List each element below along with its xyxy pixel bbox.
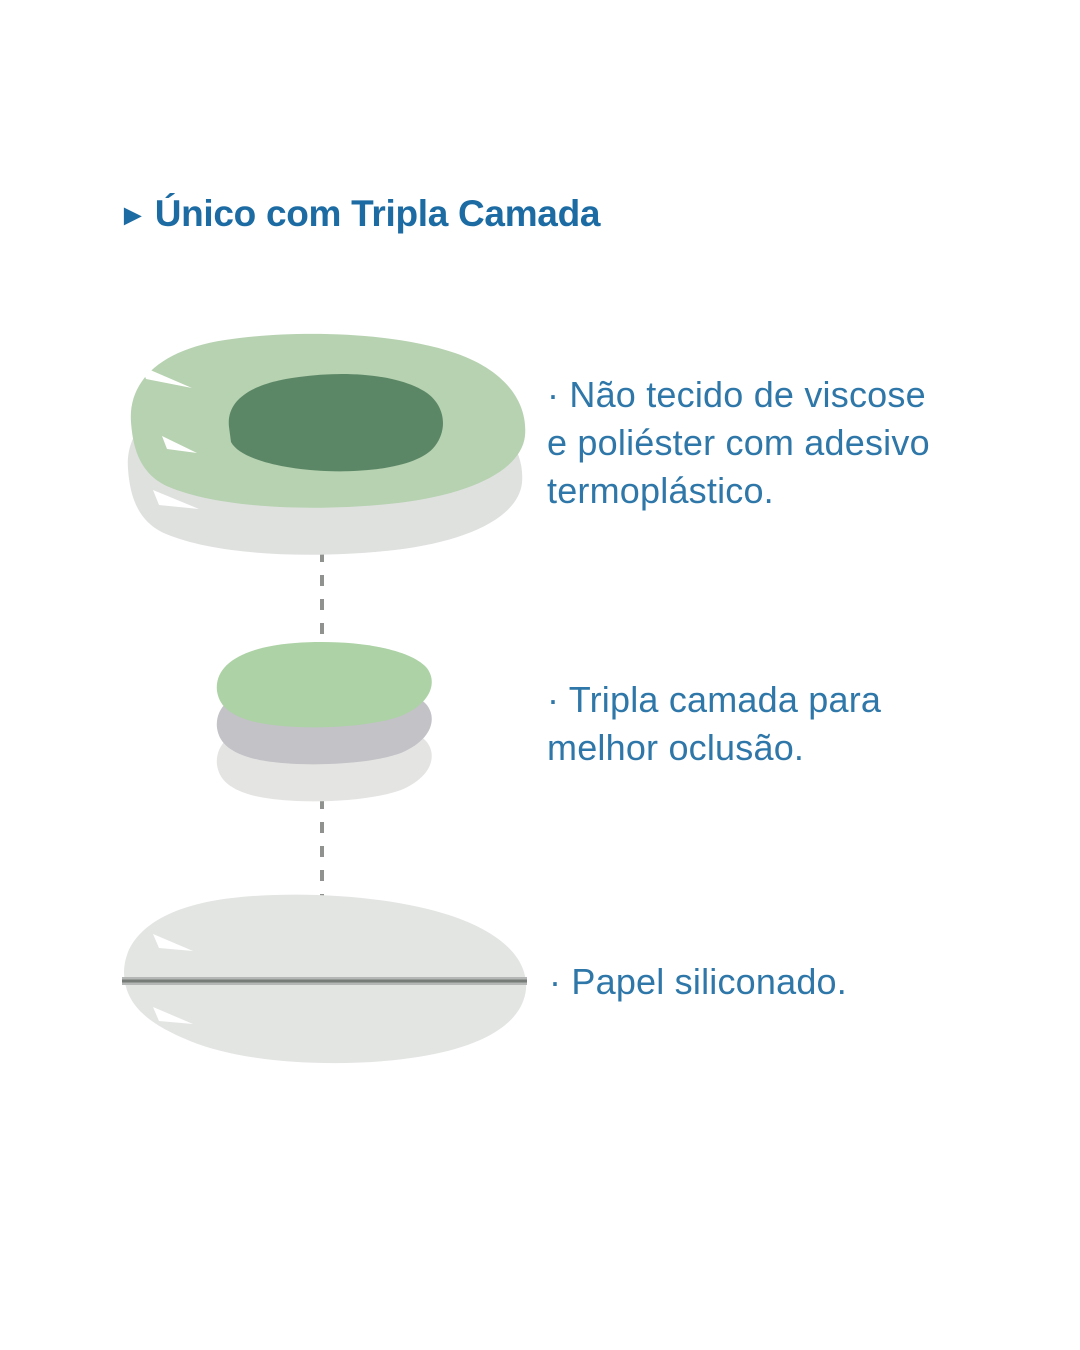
annotation-line: termoplástico.	[547, 470, 774, 511]
notch-cut-icon	[153, 490, 199, 509]
annotation-adhesive-layer: · Não tecido de viscose e poliéster com …	[547, 371, 930, 515]
page-title: ► Único com Tripla Camada	[118, 193, 600, 235]
annotation-line: melhor oclusão.	[547, 727, 805, 768]
annotation-line: · Não tecido de viscose	[547, 374, 926, 415]
arrow-bullet-icon: ►	[118, 199, 148, 232]
annotation-line: · Tripla camada para	[547, 679, 882, 720]
notch-cut-icon	[162, 436, 197, 453]
top-patch-adhesive-center	[228, 373, 443, 472]
notch-cut-icon	[153, 934, 193, 951]
notch-cut-icon	[141, 366, 192, 388]
annotation-line: e poliéster com adesivo	[547, 422, 930, 463]
notch-cut-icon	[153, 1007, 193, 1024]
middle-stack-green-layer	[216, 642, 432, 728]
annotation-silicone-paper: · Papel siliconado.	[549, 958, 847, 1006]
annotation-line: · Papel siliconado.	[549, 961, 847, 1002]
page-title-text: Único com Tripla Camada	[154, 193, 601, 234]
annotation-triple-layer: · Tripla camada para melhor oclusão.	[547, 676, 881, 772]
